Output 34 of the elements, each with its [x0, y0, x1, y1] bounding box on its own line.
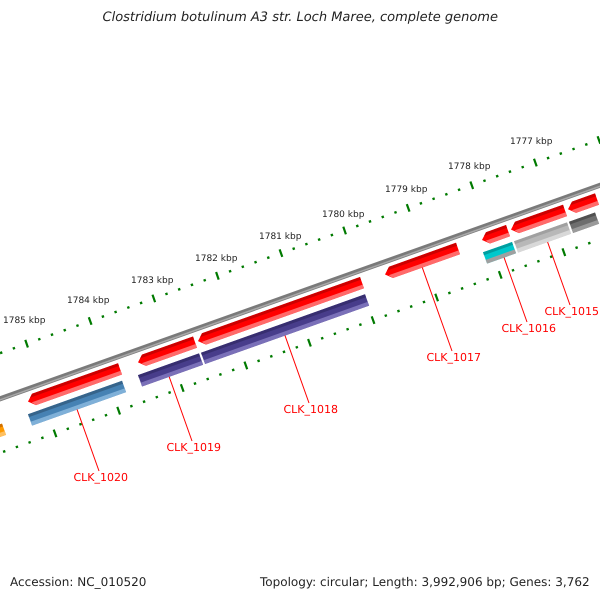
leader-line: [76, 409, 100, 472]
gene-label: CLK_1016: [502, 323, 556, 334]
leader-line: [422, 267, 452, 352]
title: Clostridium botulinum A3 str. Loch Maree, complete genome: [102, 11, 498, 24]
gene-label: CLK_1015: [544, 306, 600, 317]
scale-label: 1778 kbp: [448, 163, 490, 172]
scale-label: 1783 kbp: [131, 277, 174, 286]
leader-line: [168, 376, 192, 442]
scale-label: 1784 kbp: [67, 297, 110, 306]
gene-block: [0, 424, 6, 440]
scale-label: 1782 kbp: [195, 255, 238, 264]
gene-block: [385, 242, 460, 278]
leader-line: [504, 257, 528, 322]
accession-text: Accession: NC_010520: [10, 576, 146, 588]
gene-label: CLK_1020: [74, 472, 128, 483]
gene-block: [569, 212, 600, 233]
scale-label: 1785 kbp: [3, 317, 46, 326]
gene-block: [28, 363, 122, 406]
leader-line: [547, 242, 570, 306]
gene-block: [198, 277, 364, 345]
gene-block: [568, 193, 599, 213]
gene-block: [483, 242, 516, 264]
gene-block: [138, 336, 197, 366]
scale-label: 1777 kbp: [510, 138, 552, 147]
gene-label: CLK_1019: [166, 442, 222, 453]
gene-label: CLK_1017: [426, 352, 482, 363]
scale-label: 1780 kbp: [322, 211, 364, 220]
gene-block: [511, 204, 567, 234]
leader-line: [284, 335, 310, 404]
gene-block: [482, 225, 510, 244]
genome-info-text: Topology: circular; Length: 3,992,906 bp; Genes: 3,762: [260, 576, 590, 588]
scale-label: 1779 kbp: [385, 186, 428, 195]
gene-label: CLK_1018: [284, 404, 338, 415]
scale-label: 1781 kbp: [259, 233, 302, 242]
